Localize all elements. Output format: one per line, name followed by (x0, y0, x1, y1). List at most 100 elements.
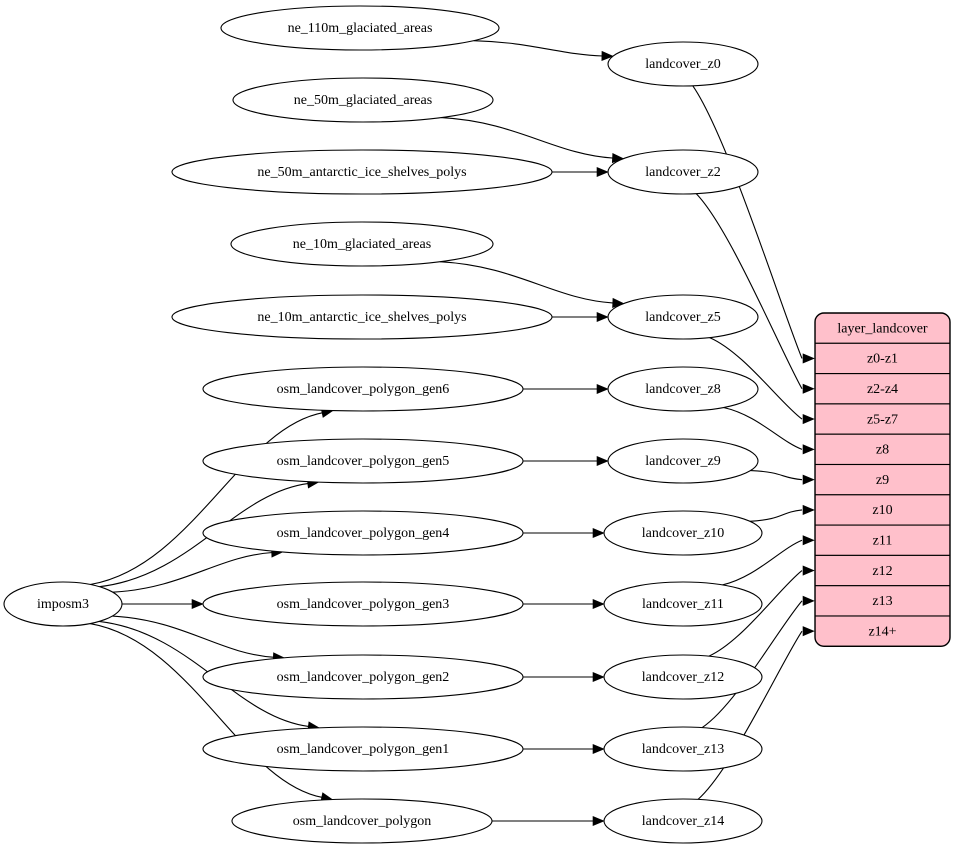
node-ellipse (607, 366, 759, 412)
edge-arrowhead (592, 598, 605, 610)
landcover-node-landcover_z11: landcover_z11 (603, 581, 763, 627)
node-ellipse (603, 726, 763, 772)
table-row-z10: z10 (815, 494, 950, 526)
table-header-cell: layer_landcover (815, 313, 950, 344)
table-row-z13: z13 (815, 585, 950, 617)
table-row-z5-z7: z5-z7 (815, 403, 950, 435)
edge-landcover_z9-to-row-z9 (750, 469, 803, 481)
edge-arrowhead (802, 413, 815, 425)
node-ellipse (607, 294, 759, 340)
table-row-z0-z1: z0-z1 (815, 342, 950, 375)
landcover-node-landcover_z8: landcover_z8 (607, 366, 759, 412)
edge-landcover_z0-to-row-z0-z1 (692, 85, 803, 359)
edge-ne_110m_glaciated_areas-to-landcover_z0 (473, 40, 603, 57)
edge-ne_10m_glaciated_areas-to-landcover_z5 (439, 261, 614, 304)
natural-earth-node-ne_50m_antarctic_ice_shelves_polys: ne_50m_antarctic_ice_shelves_polys (171, 149, 553, 195)
edge-arrowhead (592, 743, 605, 755)
edge-arrowhead (592, 671, 605, 683)
node-ellipse (202, 438, 524, 484)
table-cell-background (815, 342, 950, 375)
node-ellipse (220, 5, 500, 51)
landcover-node-landcover_z14: landcover_z14 (603, 798, 763, 844)
edge-arrowhead (191, 598, 204, 610)
edge-arrowhead (802, 444, 815, 455)
osm-node-osm_landcover_polygon: osm_landcover_polygon (231, 798, 493, 844)
table-cell-background (815, 554, 950, 587)
node-ellipse (607, 438, 759, 484)
natural-earth-node-ne_10m_antarctic_ice_shelves_polys: ne_10m_antarctic_ice_shelves_polys (171, 294, 553, 340)
edge-arrowhead (802, 565, 815, 576)
edge-landcover_z14-to-row-z14plus (697, 630, 803, 800)
edge-arrowhead (802, 595, 815, 606)
edge-landcover_z10-to-row-z10 (749, 509, 803, 522)
edge-arrowhead (802, 474, 815, 485)
table-cell-background (815, 585, 950, 617)
edge-arrowhead (596, 166, 609, 178)
landcover-node-landcover_z10: landcover_z10 (603, 510, 763, 556)
natural-earth-node-ne_10m_glaciated_areas: ne_10m_glaciated_areas (230, 221, 494, 267)
table-row-z11: z11 (815, 524, 950, 556)
table-cell-background (815, 433, 950, 466)
edge-arrowhead (802, 383, 815, 394)
edge-ne_50m_glaciated_areas-to-landcover_z2 (441, 117, 614, 159)
landcover-node-landcover_z2: landcover_z2 (607, 149, 759, 195)
edge-landcover_z11-to-row-z11 (722, 539, 803, 586)
landcover-node-landcover_z9: landcover_z9 (607, 438, 759, 484)
table-cell-background (815, 373, 950, 405)
node-ellipse (607, 41, 759, 87)
osm-node-osm_landcover_polygon_gen1: osm_landcover_polygon_gen1 (202, 726, 524, 772)
edge-arrowhead (596, 311, 609, 323)
osm-node-osm_landcover_polygon_gen4: osm_landcover_polygon_gen4 (202, 510, 524, 556)
edge-imposm3-to-osm_landcover_polygon_gen4 (112, 551, 273, 593)
node-ellipse (607, 149, 759, 195)
edge-arrowhead (802, 353, 815, 364)
node-ellipse (202, 726, 524, 772)
node-ellipse (603, 510, 763, 556)
layer-landcover-table: layer_landcoverz0-z1z2-z4z5-z7z8z9z10z11… (814, 312, 951, 647)
node-ellipse (202, 366, 524, 412)
table-row-z9: z9 (815, 463, 950, 496)
osm-node-osm_landcover_polygon_gen5: osm_landcover_polygon_gen5 (202, 438, 524, 484)
node-ellipse (3, 581, 123, 627)
node-ellipse (603, 654, 763, 700)
natural-earth-node-ne_110m_glaciated_areas: ne_110m_glaciated_areas (220, 5, 500, 51)
edge-landcover_z12-to-row-z12 (708, 570, 803, 657)
node-ellipse (230, 221, 494, 267)
edge-landcover_z5-to-row-z5-z7 (709, 337, 803, 420)
table-outline (814, 312, 951, 647)
edge-arrowhead (596, 455, 609, 467)
table-cell-background (815, 615, 950, 647)
table-cell-background (815, 463, 950, 496)
table-cell-background (815, 313, 950, 344)
edge-landcover_z2-to-row-z2-z4 (695, 193, 803, 390)
node-ellipse (231, 798, 493, 844)
landcover-node-landcover_z5: landcover_z5 (607, 294, 759, 340)
edge-imposm3-to-osm_landcover_polygon (89, 623, 323, 799)
source-node-imposm3: imposm3 (3, 581, 123, 627)
natural-earth-node-ne_50m_glaciated_areas: ne_50m_glaciated_areas (232, 77, 494, 123)
edge-landcover_z13-to-row-z13 (701, 600, 803, 729)
table-cell-background (815, 403, 950, 435)
node-ellipse (171, 149, 553, 195)
edge-arrowhead (802, 535, 815, 546)
nodes-layer: imposm3 ne_110m_glaciated_areas ne_50m_gla… (3, 5, 763, 844)
osm-node-osm_landcover_polygon_gen3: osm_landcover_polygon_gen3 (202, 581, 524, 627)
node-ellipse (171, 294, 553, 340)
table-row-z8: z8 (815, 433, 950, 466)
landcover-node-landcover_z13: landcover_z13 (603, 726, 763, 772)
osm-node-osm_landcover_polygon_gen6: osm_landcover_polygon_gen6 (202, 366, 524, 412)
table-cell-background (815, 494, 950, 526)
table-cell-background (815, 524, 950, 556)
edge-arrowhead (596, 383, 609, 395)
osm-node-osm_landcover_polygon_gen2: osm_landcover_polygon_gen2 (202, 654, 524, 700)
node-ellipse (202, 654, 524, 700)
edge-imposm3-to-osm_landcover_polygon_gen6 (90, 412, 323, 586)
landcover-node-landcover_z12: landcover_z12 (603, 654, 763, 700)
node-ellipse (232, 77, 494, 123)
table-row-z2-z4: z2-z4 (815, 373, 950, 405)
table-row-z12: z12 (815, 554, 950, 587)
edge-imposm3-to-osm_landcover_polygon_gen2 (112, 615, 275, 658)
edge-arrowhead (802, 626, 815, 637)
